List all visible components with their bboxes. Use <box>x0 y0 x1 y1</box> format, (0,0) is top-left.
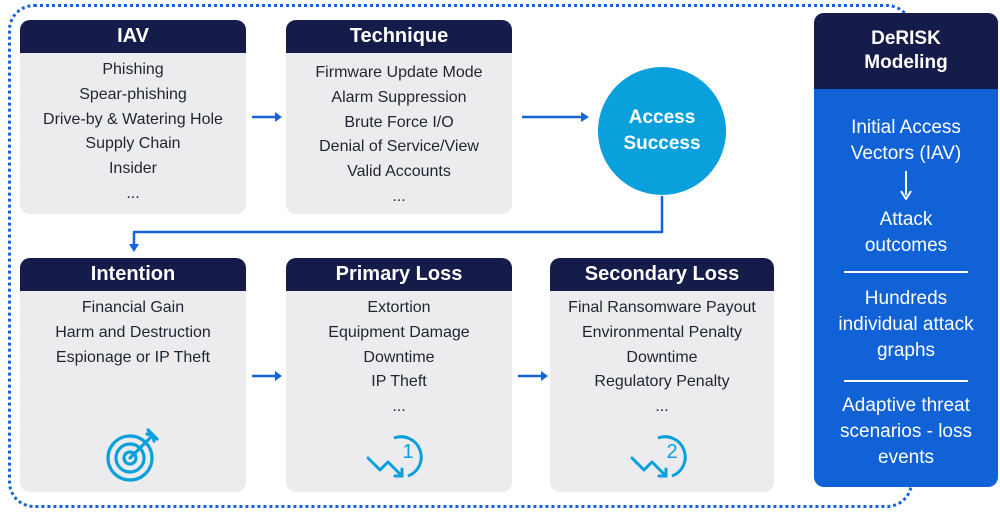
secondary-loss-list: Final Ransomware Payout Environmental Pe… <box>550 291 774 420</box>
graphs-block-line: graphs <box>876 340 936 361</box>
arrow-intention-to-primary <box>252 371 282 381</box>
access-success-line1: Access <box>628 107 696 128</box>
list-item: Phishing <box>102 61 164 78</box>
list-item: Spear-phishing <box>79 85 187 103</box>
list-item: ... <box>392 398 406 416</box>
list-item: Final Ransomware Payout <box>568 299 756 316</box>
scenarios-block-line: Adaptive threat <box>842 395 970 416</box>
downtrend-arrow-icon: 2 <box>630 435 687 478</box>
divider <box>844 271 968 273</box>
graphs-block: Hundreds individual attack graphs <box>814 286 998 364</box>
arrow-primary-to-secondary <box>518 371 548 381</box>
arrow-iav-to-technique <box>252 112 282 122</box>
arrow-access-to-intention <box>129 196 664 252</box>
list-item: IP Theft <box>371 373 427 391</box>
list-item: ... <box>655 398 669 416</box>
outcomes-block-line: Attack <box>879 209 933 230</box>
iav-block-line: Initial Access <box>851 117 961 138</box>
derisk-modeling-title: DeRISK Modeling <box>814 13 998 89</box>
access-success-circle: Access Success <box>598 67 726 195</box>
list-item: Supply Chain <box>85 135 181 153</box>
primary-loss-badge: 1 <box>402 441 413 463</box>
list-item: Regulatory Penalty <box>594 373 730 391</box>
list-item: Denial of Service/View <box>319 138 479 156</box>
scenarios-block-line: events <box>878 447 934 468</box>
list-item: Drive-by & Watering Hole <box>43 110 223 128</box>
intention-title: Intention <box>20 258 246 291</box>
iav-block: Initial Access Vectors (IAV) <box>814 115 998 167</box>
arrow-technique-to-access <box>522 112 589 122</box>
derisk-modeling-panel: DeRISK Modeling Initial Access Vectors (… <box>814 13 998 487</box>
primary-loss-box: Primary Loss Extortion Equipment Damage … <box>286 258 512 492</box>
list-item: Equipment Damage <box>328 323 470 341</box>
technique-list: Firmware Update Mode Alarm Suppression B… <box>286 53 512 210</box>
divider <box>844 380 968 382</box>
secondary-loss-title: Secondary Loss <box>550 258 774 291</box>
scenarios-block-line: scenarios - loss <box>840 421 972 442</box>
graphs-block-line: Hundreds <box>864 288 948 309</box>
iav-title: IAV <box>20 20 246 53</box>
intention-box: Intention Financial Gain Harm and Destru… <box>20 258 246 492</box>
downtrend-arrow-icon: 1 <box>366 435 423 478</box>
secondary-loss-badge: 2 <box>666 441 677 463</box>
list-item: Extortion <box>367 299 431 316</box>
scenarios-block: Adaptive threat scenarios - loss events <box>814 393 998 471</box>
iav-block-line: Vectors (IAV) <box>850 143 962 164</box>
list-item: Valid Accounts <box>347 163 451 181</box>
list-item: Insider <box>108 160 158 178</box>
primary-loss-list: Extortion Equipment Damage Downtime IP T… <box>286 291 512 420</box>
derisk-title-line1: DeRISK <box>871 28 941 49</box>
list-item: Espionage or IP Theft <box>55 348 211 366</box>
outcomes-block-line: outcomes <box>864 235 948 256</box>
graphs-block-line: individual attack <box>838 314 974 335</box>
outcomes-block: Attack outcomes <box>814 207 998 259</box>
technique-box: Technique Firmware Update Mode Alarm Sup… <box>286 20 512 214</box>
technique-title: Technique <box>286 20 512 53</box>
intention-list: Financial Gain Harm and Destruction Espi… <box>20 291 246 370</box>
secondary-loss-box: Secondary Loss Final Ransomware Payout E… <box>550 258 774 492</box>
list-item: Alarm Suppression <box>331 88 467 106</box>
access-success-line2: Success <box>623 133 701 154</box>
list-item: Firmware Update Mode <box>315 64 483 81</box>
derisk-title-line2: Modeling <box>864 52 948 73</box>
list-item: Brute Force I/O <box>344 113 454 131</box>
primary-loss-title: Primary Loss <box>286 258 512 291</box>
list-item: Harm and Destruction <box>55 323 211 341</box>
list-item: Environmental Penalty <box>581 323 743 341</box>
list-item: Financial Gain <box>81 299 185 316</box>
down-arrow-icon <box>900 171 912 200</box>
list-item: ... <box>126 184 140 202</box>
list-item: ... <box>392 187 406 205</box>
iav-box: IAV Phishing Spear-phishing Drive-by & W… <box>20 20 246 214</box>
target-icon <box>106 428 159 482</box>
list-item: Downtime <box>626 348 698 366</box>
iav-list: Phishing Spear-phishing Drive-by & Water… <box>20 53 246 207</box>
list-item: Downtime <box>363 348 435 366</box>
